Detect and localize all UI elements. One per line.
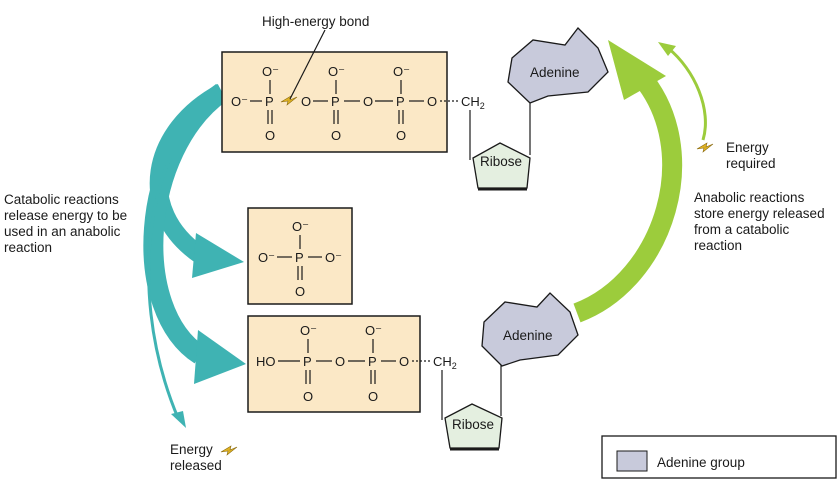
adp-phosphate-box	[247, 315, 421, 413]
legend-adenine-label: Adenine group	[657, 455, 745, 470]
svg-text:P: P	[303, 354, 312, 369]
svg-text:O: O	[335, 354, 345, 369]
svg-text:reaction: reaction	[4, 240, 52, 255]
energy-released-label: Energy released	[170, 442, 222, 473]
ch2-label: CH2	[461, 94, 485, 111]
ch2-label: CH2	[433, 354, 457, 371]
ribose-top-label: Ribose	[480, 154, 522, 169]
ribose-bottom-label: Ribose	[452, 417, 494, 432]
svg-text:from a catabolic: from a catabolic	[694, 222, 790, 237]
svg-text:O⁻: O⁻	[231, 94, 248, 109]
svg-text:O: O	[427, 94, 437, 109]
svg-text:P: P	[396, 94, 405, 109]
svg-text:P: P	[295, 250, 304, 265]
svg-text:O⁻: O⁻	[300, 323, 317, 338]
svg-text:O⁻: O⁻	[365, 323, 382, 338]
energy-required-label: Energy required	[726, 140, 776, 171]
svg-text:O: O	[363, 94, 373, 109]
svg-text:O: O	[265, 128, 275, 143]
svg-text:O⁻: O⁻	[258, 250, 275, 265]
svg-text:used in an anabolic: used in an anabolic	[4, 224, 121, 239]
svg-text:O⁻: O⁻	[325, 250, 342, 265]
svg-text:O: O	[301, 94, 311, 109]
svg-text:P: P	[368, 354, 377, 369]
svg-text:release energy to be: release energy to be	[4, 208, 127, 223]
legend-adenine-swatch	[616, 450, 648, 472]
atp-phosphate-box	[221, 51, 448, 153]
high-energy-bond-label: High-energy bond	[262, 14, 369, 29]
svg-text:reaction: reaction	[694, 238, 742, 253]
adenine-bottom-label: Adenine	[503, 328, 553, 343]
lightning-icon	[696, 142, 714, 153]
svg-text:Energy: Energy	[726, 140, 769, 155]
svg-text:O: O	[396, 128, 406, 143]
adp-phosphate-chain: O⁻ O⁻ HO P O P O O O	[256, 323, 409, 404]
adenine-top-label: Adenine	[530, 65, 580, 80]
svg-text:Energy: Energy	[170, 442, 213, 457]
anabolic-arrows	[573, 40, 707, 323]
svg-text:O: O	[331, 128, 341, 143]
svg-text:O⁻: O⁻	[328, 64, 345, 79]
phosphate-box	[247, 207, 353, 305]
svg-text:O: O	[368, 389, 378, 404]
free-phosphate: O⁻ O⁻ P O⁻ O	[258, 219, 342, 299]
svg-text:Catabolic reactions: Catabolic reactions	[4, 192, 119, 207]
svg-text:O⁻: O⁻	[262, 64, 279, 79]
svg-text:O: O	[399, 354, 409, 369]
svg-text:O: O	[303, 389, 313, 404]
svg-text:Anabolic reactions: Anabolic reactions	[694, 190, 805, 205]
svg-text:P: P	[331, 94, 340, 109]
high-energy-bond-pointer	[289, 29, 326, 100]
adenine-bottom	[481, 292, 579, 367]
anabolic-label: Anabolic reactions store energy released…	[694, 190, 825, 253]
svg-text:O⁻: O⁻	[292, 219, 309, 234]
catabolic-label: Catabolic reactions release energy to be…	[4, 192, 127, 255]
svg-text:store energy released: store energy released	[694, 206, 825, 221]
svg-text:HO: HO	[256, 354, 276, 369]
svg-text:released: released	[170, 458, 222, 473]
svg-text:required: required	[726, 156, 776, 171]
catabolic-arrows	[143, 83, 246, 428]
lightning-icon	[220, 445, 238, 456]
svg-text:O: O	[295, 284, 305, 299]
svg-text:P: P	[265, 94, 274, 109]
adenine-top	[507, 27, 609, 104]
svg-text:O⁻: O⁻	[393, 64, 410, 79]
atp-phosphate-chain: O⁻ O⁻ O⁻ O⁻ P O P O P O O O O	[231, 64, 437, 143]
